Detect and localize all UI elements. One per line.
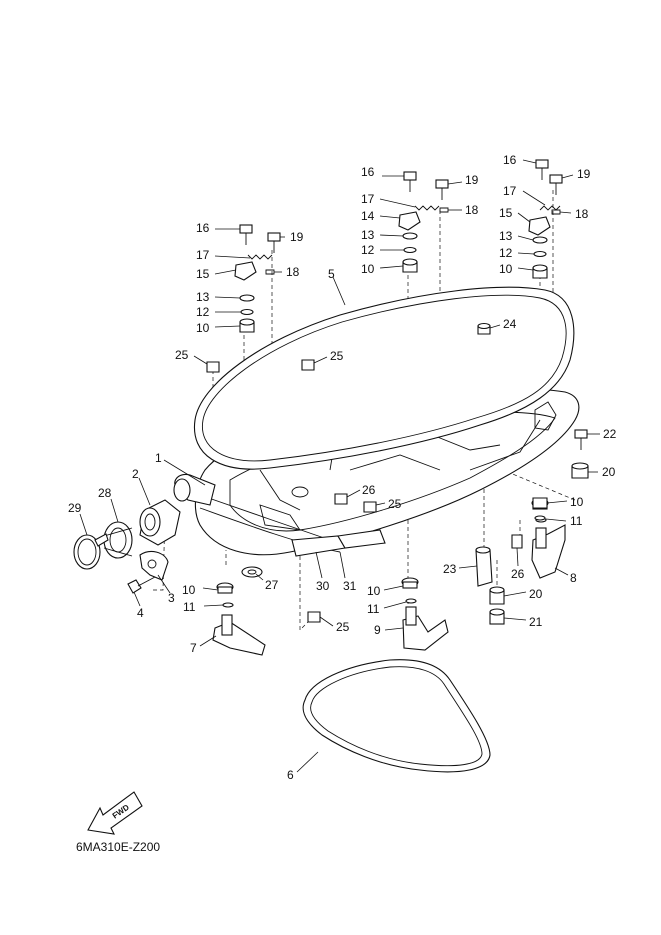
lever-9 [401,577,449,651]
callout-17: 17 [196,248,210,262]
callout-16: 16 [196,221,210,235]
callout-24: 24 [503,317,517,331]
callout-16: 16 [503,153,517,167]
callout-25: 25 [336,620,350,634]
drawing-code: 6MA310E-Z200 [76,840,161,854]
callout-19: 19 [465,173,479,187]
middle-fastener-stack [398,171,449,273]
callout-5: 5 [328,267,335,281]
callout-12: 12 [361,243,375,257]
callout-1: 1 [155,451,162,465]
front-grommet-assembly [73,499,181,594]
callout-3: 3 [168,591,175,605]
callout-10: 10 [499,262,513,276]
callout-25: 25 [388,497,402,511]
callout-31: 31 [343,579,357,593]
callout-11: 11 [367,602,380,616]
callout-26: 26 [511,567,525,581]
right-fastener-stack [528,159,563,279]
callout-14: 14 [361,209,375,223]
lower-seal-gasket [302,659,491,773]
callout-17: 17 [361,192,375,206]
callout-20: 20 [529,587,543,601]
callout-18: 18 [575,207,589,221]
callout-11: 11 [183,600,196,614]
callout-25: 25 [175,348,189,362]
lever-8 [531,498,566,579]
callout-10: 10 [570,495,584,509]
callout-26: 26 [362,483,376,497]
leader-lines [79,159,600,773]
callout-2: 2 [132,467,139,481]
callout-23: 23 [443,562,457,576]
callout-30: 30 [316,579,330,593]
callout-12: 12 [499,246,513,260]
callout-19: 19 [290,230,304,244]
fwd-arrow-icon: FWD [87,791,143,835]
callout-11: 11 [570,514,583,528]
callout-20: 20 [602,465,616,479]
callout-13: 13 [196,290,210,304]
callout-10: 10 [182,583,196,597]
callout-6: 6 [287,768,294,782]
left-fastener-stack [234,224,281,333]
callout-19: 19 [577,167,591,181]
callout-10: 10 [196,321,210,335]
callout-13: 13 [361,228,375,242]
callout-8: 8 [570,571,577,585]
callout-4: 4 [137,606,144,620]
callout-22: 22 [603,427,617,441]
callout-labels: 1 2 3 4 5 6 7 8 9 10 10 10 10 10 10 11 1… [68,153,617,782]
callout-27: 27 [265,578,279,592]
callout-28: 28 [98,486,112,500]
callout-25: 25 [330,349,344,363]
callout-10: 10 [361,262,375,276]
callout-7: 7 [190,641,197,655]
callout-10: 10 [367,584,381,598]
callout-13: 13 [499,229,513,243]
callout-15: 15 [499,206,513,220]
callout-18: 18 [465,203,479,217]
callout-18: 18 [286,265,300,279]
callout-9: 9 [374,623,381,637]
callout-21: 21 [529,615,543,629]
callout-17: 17 [503,184,517,198]
callout-15: 15 [196,267,210,281]
callout-16: 16 [361,165,375,179]
lever-7 [212,582,266,656]
callout-29: 29 [68,501,82,515]
callout-12: 12 [196,305,210,319]
